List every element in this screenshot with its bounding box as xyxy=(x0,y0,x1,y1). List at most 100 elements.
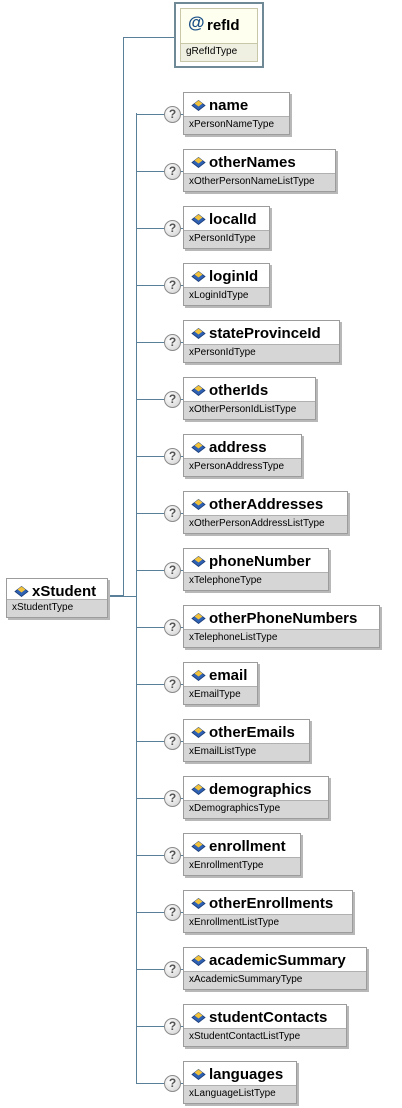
connector-child-studentContacts xyxy=(136,1026,183,1027)
connector-child-demographics xyxy=(136,798,183,799)
element-diamond-icon xyxy=(191,613,206,624)
element-diamond-icon xyxy=(191,214,206,225)
element-diamond-icon xyxy=(191,385,206,396)
question-mark-icon: ? xyxy=(164,1018,181,1035)
element-diamond-icon xyxy=(191,271,206,282)
element-diamond-icon xyxy=(191,727,206,738)
element-diamond-icon xyxy=(14,586,29,597)
connector-sequence-trunk xyxy=(136,113,137,1083)
connector-root-to-sequence xyxy=(108,596,137,597)
root-element-box[interactable]: xStudent xStudentType xyxy=(6,578,108,618)
child-element-type: xLanguageListType xyxy=(184,1085,296,1103)
child-element-name: otherAddresses xyxy=(209,496,324,513)
child-element-otherAddresses[interactable]: otherAddresses xOtherPersonAddressListTyp… xyxy=(183,491,348,534)
connector-child-otherEnrollments xyxy=(136,912,183,913)
child-element-name: otherPhoneNumbers xyxy=(209,610,358,627)
child-element-type: xLoginIdType xyxy=(184,287,269,305)
connector-child-otherEmails xyxy=(136,741,183,742)
child-element-name: localId xyxy=(209,211,257,228)
question-mark-icon: ? xyxy=(164,334,181,351)
question-mark-icon: ? xyxy=(164,676,181,693)
child-element-type: xPersonAddressType xyxy=(184,458,301,476)
question-mark-icon: ? xyxy=(164,847,181,864)
child-element-name: languages xyxy=(209,1066,284,1083)
child-element-type: xTelephoneListType xyxy=(184,629,379,647)
child-element-name: demographics xyxy=(209,781,312,798)
root-element-name: xStudent xyxy=(32,583,97,600)
question-mark-icon: ? xyxy=(164,277,181,294)
attribute-inner-frame: @ refId gRefIdType xyxy=(180,8,258,62)
element-diamond-icon xyxy=(191,499,206,510)
child-element-type: xPersonNameType xyxy=(184,116,289,134)
connector-root-out xyxy=(108,595,124,596)
element-diamond-icon xyxy=(191,898,206,909)
connector-child-languages xyxy=(136,1083,183,1084)
connector-child-otherAddresses xyxy=(136,513,183,514)
connector-child-enrollment xyxy=(136,855,183,856)
child-element-type: xEnrollmentType xyxy=(184,857,300,875)
child-element-otherEnrollments[interactable]: otherEnrollments xEnrollmentListType xyxy=(183,890,353,933)
element-diamond-icon xyxy=(191,556,206,567)
child-element-name: phoneNumber xyxy=(209,553,311,570)
child-element-loginId[interactable]: loginId xLoginIdType xyxy=(183,263,270,306)
element-diamond-icon xyxy=(191,100,206,111)
connector-child-stateProvinceId xyxy=(136,342,183,343)
attribute-box[interactable]: @ refId gRefIdType xyxy=(174,2,264,68)
child-element-type: xPersonIdType xyxy=(184,344,339,362)
question-mark-icon: ? xyxy=(164,448,181,465)
child-element-type: xEmailListType xyxy=(184,743,309,761)
child-element-type: xDemographicsType xyxy=(184,800,328,818)
connector-child-otherPhoneNumbers xyxy=(136,627,183,628)
root-element-type: xStudentType xyxy=(7,599,107,617)
child-element-name: otherNames xyxy=(209,154,296,171)
element-diamond-icon xyxy=(191,1012,206,1023)
connector-child-phoneNumber xyxy=(136,570,183,571)
connector-attribute-trunk xyxy=(123,37,124,596)
child-element-type: xEnrollmentListType xyxy=(184,914,352,932)
child-element-name: otherEnrollments xyxy=(209,895,334,912)
child-element-languages[interactable]: languages xLanguageListType xyxy=(183,1061,297,1104)
child-element-type: xTelephoneType xyxy=(184,572,328,590)
connector-child-localId xyxy=(136,228,183,229)
element-diamond-icon xyxy=(191,157,206,168)
attribute-at-icon: @ xyxy=(188,13,205,32)
element-diamond-icon xyxy=(191,328,206,339)
connector-child-name xyxy=(136,114,183,115)
child-element-name: otherIds xyxy=(209,382,269,399)
child-element-stateProvinceId[interactable]: stateProvinceId xPersonIdType xyxy=(183,320,340,363)
connector-child-address xyxy=(136,456,183,457)
connector-attribute-branch xyxy=(123,37,175,38)
child-element-phoneNumber[interactable]: phoneNumber xTelephoneType xyxy=(183,548,329,591)
attribute-type: gRefIdType xyxy=(181,43,257,61)
question-mark-icon: ? xyxy=(164,619,181,636)
element-diamond-icon xyxy=(191,841,206,852)
child-element-otherPhoneNumbers[interactable]: otherPhoneNumbers xTelephoneListType xyxy=(183,605,380,648)
connector-child-otherIds xyxy=(136,399,183,400)
question-mark-icon: ? xyxy=(164,790,181,807)
child-element-name: name xyxy=(209,97,249,114)
question-mark-icon: ? xyxy=(164,562,181,579)
question-mark-icon: ? xyxy=(164,163,181,180)
child-element-name: stateProvinceId xyxy=(209,325,321,342)
child-element-name: enrollment xyxy=(209,838,286,855)
connector-child-email xyxy=(136,684,183,685)
child-element-enrollment[interactable]: enrollment xEnrollmentType xyxy=(183,833,301,876)
connector-child-loginId xyxy=(136,285,183,286)
child-element-name[interactable]: name xPersonNameType xyxy=(183,92,290,135)
question-mark-icon: ? xyxy=(164,1075,181,1092)
element-diamond-icon xyxy=(191,955,206,966)
child-element-type: xOtherPersonAddressListType xyxy=(184,515,347,533)
child-element-name: loginId xyxy=(209,268,259,285)
connector-child-academicSummary xyxy=(136,969,183,970)
child-element-name: academicSummary xyxy=(209,952,346,969)
child-element-demographics[interactable]: demographics xDemographicsType xyxy=(183,776,329,819)
